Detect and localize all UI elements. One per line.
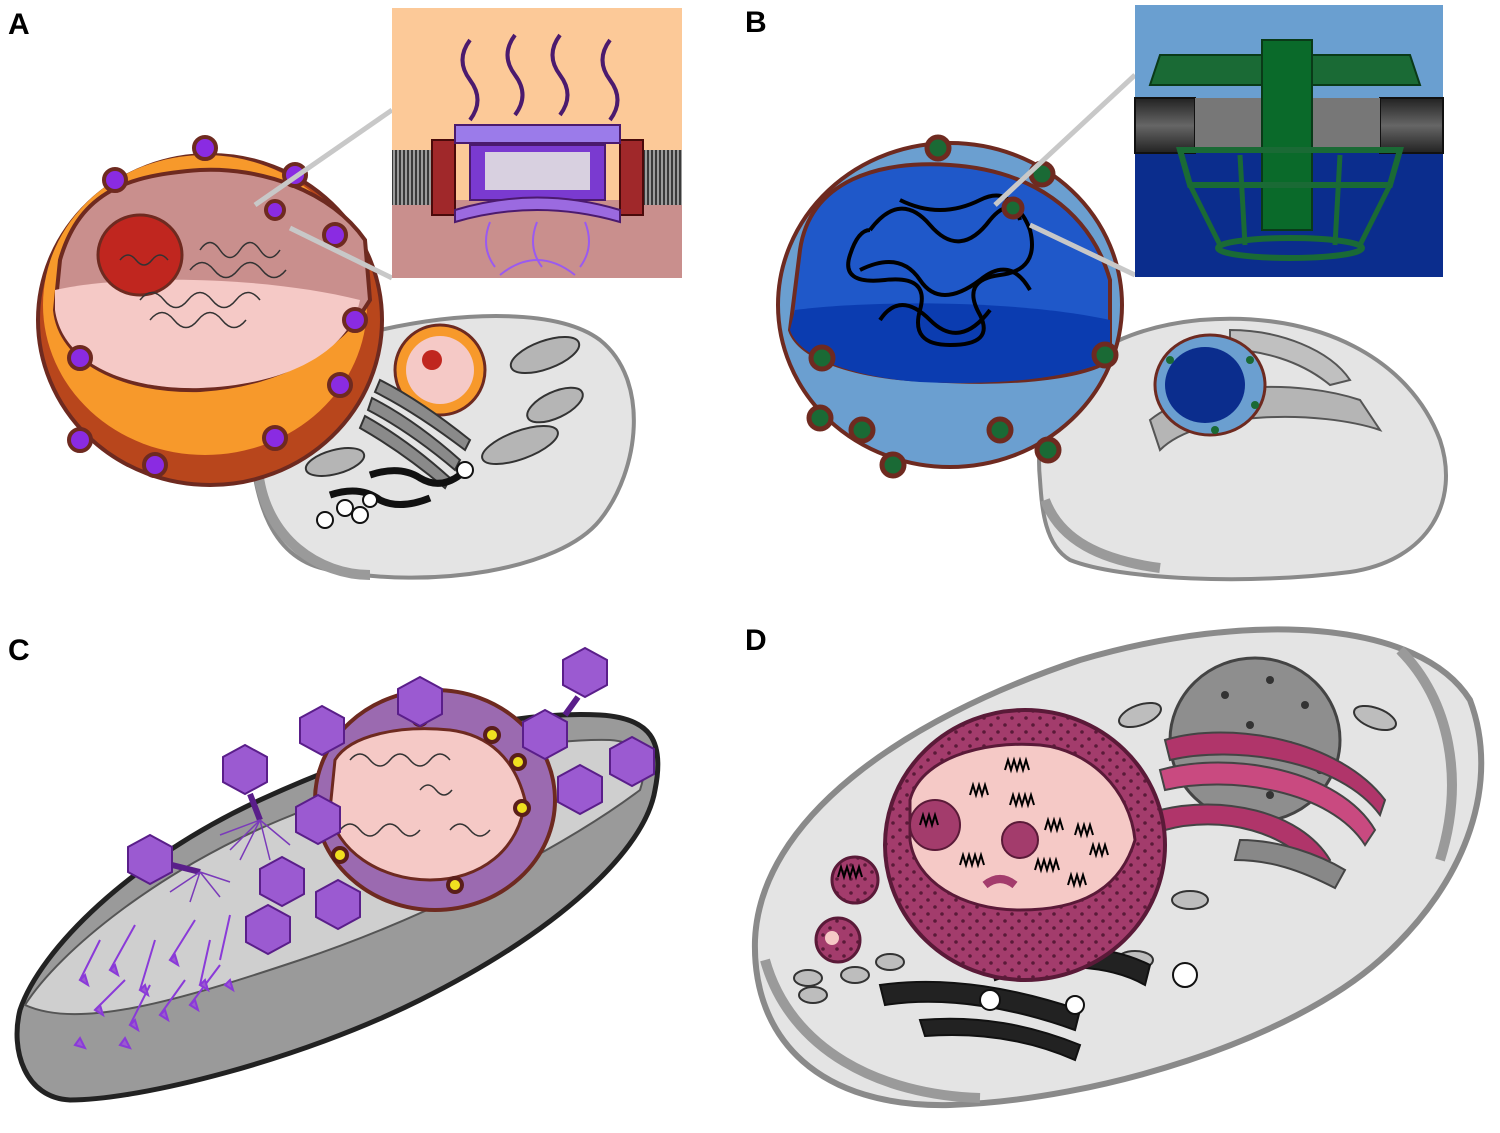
- virus-capsid-icon: [245, 903, 291, 956]
- panel-a-mitochondria: [304, 335, 584, 477]
- panel-label-d: D: [745, 624, 767, 657]
- panel-b: B: [745, 5, 1448, 582]
- virus-capsid-icon: [557, 763, 603, 816]
- panel-b-large-nucleus: [776, 134, 1124, 479]
- panel-label-a: A: [8, 8, 30, 41]
- panel-a-inset: [392, 8, 682, 278]
- virus-capsid-icon: [222, 743, 268, 822]
- panel-d-mitochondria: [793, 701, 1397, 1004]
- virus-capsid-icon: [127, 833, 201, 886]
- virus-capsid-icon: [609, 735, 655, 788]
- panel-c-chromatin: [339, 753, 491, 837]
- panel-d-small-nuclei: [814, 855, 880, 964]
- panel-d: D: [745, 624, 1485, 1109]
- panel-a-nucleolus: [96, 213, 184, 297]
- panel-c-nucleus: [313, 688, 557, 912]
- virus-capsid-icon: [397, 675, 443, 728]
- panel-a-nuclear-pores: [67, 135, 368, 478]
- panel-label-c: C: [8, 634, 30, 667]
- panel-c-virus-capsids: [127, 646, 655, 956]
- virus-capsid-icon: [522, 708, 568, 761]
- panel-a-large-nucleus: [36, 135, 384, 487]
- virus-capsid-icon: [295, 793, 341, 846]
- panel-a-chromatin: [119, 241, 287, 329]
- panel-d-er: [1158, 731, 1387, 890]
- panel-c: C: [8, 634, 661, 1103]
- panel-d-chromatin: [919, 756, 1109, 889]
- panel-b-nuclear-pores: [806, 134, 1119, 479]
- virus-capsid-icon: [259, 855, 305, 908]
- panel-a: A: [8, 8, 682, 580]
- virus-capsid-icon: [315, 878, 361, 931]
- panel-label-b: B: [745, 6, 767, 39]
- panel-c-replication-cluster: [73, 914, 235, 1050]
- panel-d-nucleus: [883, 708, 1167, 982]
- panel-b-host-cell: [1037, 316, 1448, 582]
- panel-a-golgi: [358, 378, 472, 490]
- panel-a-er: [328, 467, 463, 508]
- panel-c-tail-fibers: [169, 819, 291, 903]
- virus-capsid-icon: [299, 704, 345, 757]
- virus-capsid-icon: [562, 646, 608, 717]
- panel-b-inset: [1134, 5, 1444, 277]
